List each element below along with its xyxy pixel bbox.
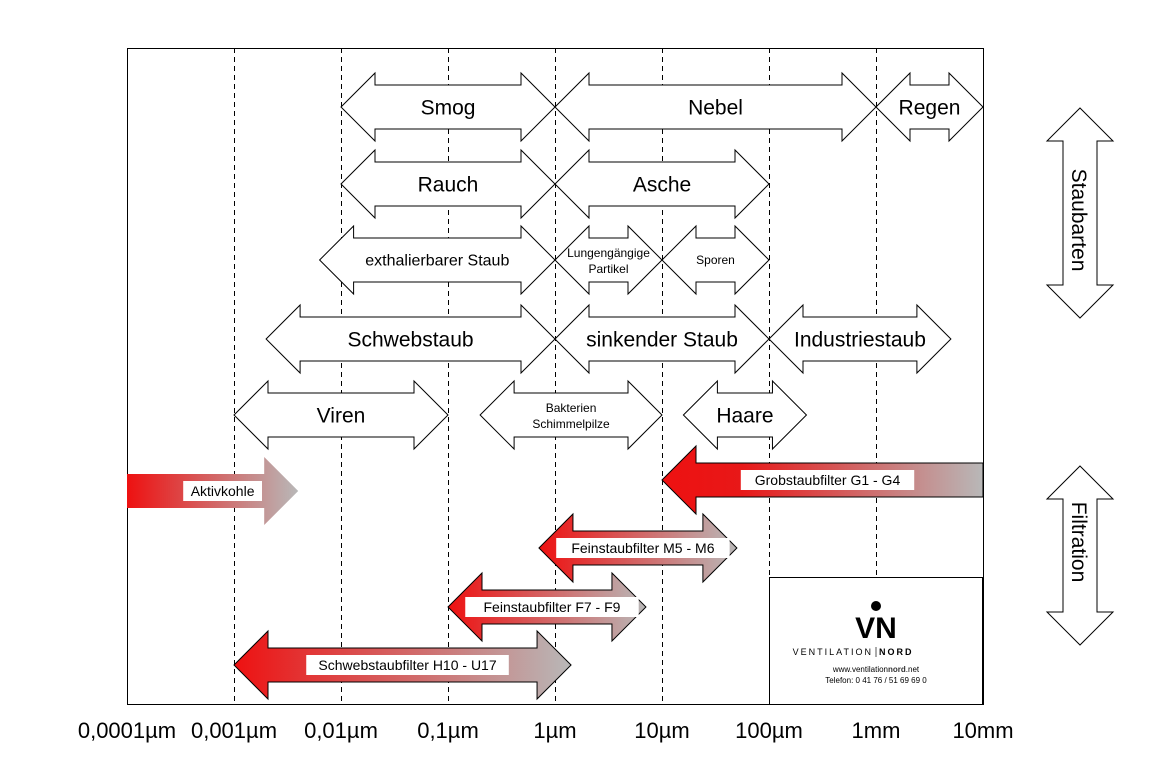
particle-sinkender-staub: sinkender Staub — [554, 303, 770, 375]
particle-industriestaub-label: Industriestaub — [794, 328, 926, 351]
particle-asche-arrow — [554, 148, 770, 220]
filter-feinstaubfilter-f7-f9: Feinstaubfilter F7 - F9 — [447, 571, 647, 643]
filter-schwebstaubfilter-label-bg — [306, 655, 509, 675]
staubarten-label: Staubarten — [1067, 169, 1090, 272]
x-tick-label: 10µm — [634, 718, 689, 743]
filter-schwebstaubfilter: Schwebstaubfilter H10 - U17 — [233, 629, 572, 701]
filter-aktivkohle-label: Aktivkohle — [191, 483, 255, 499]
particle-industriestaub: Industriestaub — [768, 303, 952, 375]
company-logo: VN VENTILATION NORD www.ventilationnord.… — [769, 577, 983, 705]
filter-grobstaubfilter: Grobstaubfilter G1 - G4 — [661, 444, 984, 516]
particle-sporen-arrow — [661, 224, 770, 296]
particle-haare: Haare — [682, 379, 808, 451]
filter-feinstaubfilter-m5-m6-label: Feinstaubfilter M5 - M6 — [571, 540, 714, 556]
staubarten-side-arrow: Staubarten — [1045, 107, 1115, 319]
filtration-side-arrow: Filtration — [1045, 465, 1115, 646]
x-tick-label: 0,0001µm — [78, 718, 176, 743]
particle-viren: Viren — [233, 379, 449, 451]
filter-feinstaubfilter-f7-f9-label: Feinstaubfilter F7 - F9 — [484, 599, 621, 615]
x-tick-label: 1mm — [852, 718, 901, 743]
logo-name-left: VENTILATION — [793, 647, 873, 657]
filter-feinstaubfilter-f7-f9-label-bg — [465, 597, 639, 617]
particle-lungengaengige-partikel-label: Lungengängige — [567, 246, 650, 260]
particle-bakterien-schimmelpilze-arrow — [479, 379, 663, 451]
particle-viren-label: Viren — [317, 404, 366, 427]
particle-regen-arrow — [875, 71, 984, 143]
particle-asche: Asche — [554, 148, 770, 220]
particle-rauch-label: Rauch — [418, 173, 479, 196]
staubarten-arrow-shape — [1045, 107, 1115, 319]
filter-aktivkohle: Aktivkohle — [127, 457, 299, 525]
x-tick-label: 0,01µm — [304, 718, 378, 743]
particle-regen: Regen — [875, 71, 984, 143]
particle-sporen: Sporen — [661, 224, 770, 296]
particle-smog-label: Smog — [421, 96, 476, 119]
particle-exthalierbarer-staub-label: exthalierbarer Staub — [365, 253, 509, 270]
particle-lungengaengige-partikel-label: Partikel — [588, 262, 628, 276]
logo-mark: VN — [855, 612, 897, 645]
particle-nebel-label: Nebel — [688, 96, 743, 119]
filtration-arrow-shape — [1045, 465, 1115, 646]
filter-feinstaubfilter-m5-m6-label-bg — [556, 538, 730, 558]
filter-arrows: Aktivkohle Grobstaubfilter G1 - G4 Feinsta… — [127, 444, 984, 701]
particle-haare-label: Haare — [716, 404, 773, 427]
filter-schwebstaubfilter-label: Schwebstaubfilter H10 - U17 — [318, 657, 496, 673]
particle-industriestaub-arrow — [768, 303, 952, 375]
filtration-label: Filtration — [1067, 502, 1090, 583]
logo-box — [769, 577, 983, 705]
x-tick-label: 10mm — [952, 718, 1013, 743]
particle-sporen-label: Sporen — [696, 253, 735, 267]
particle-bakterien-schimmelpilze-label: Schimmelpilze — [532, 417, 610, 431]
filter-aktivkohle-label-bg — [183, 481, 262, 501]
x-tick-label: 100µm — [735, 718, 803, 743]
particle-regen-label: Regen — [899, 96, 961, 119]
particle-rauch: Rauch — [340, 148, 556, 220]
filter-grobstaubfilter-label: Grobstaubfilter G1 - G4 — [755, 472, 901, 488]
particle-sinkender-staub-label: sinkender Staub — [586, 328, 738, 351]
filter-grobstaubfilter-label-bg — [740, 470, 915, 490]
filter-feinstaubfilter-m5-m6: Feinstaubfilter M5 - M6 — [538, 512, 738, 584]
logo-website: www.ventilationnord.net — [832, 665, 920, 674]
particle-schwebstaub-label: Schwebstaub — [348, 328, 474, 351]
x-tick-label: 0,001µm — [191, 718, 277, 743]
particle-haare-arrow — [682, 379, 808, 451]
x-tick-label: 1µm — [533, 718, 576, 743]
grid-lines — [234, 48, 877, 704]
logo-phone: Telefon: 0 41 76 / 51 69 69 0 — [825, 676, 927, 685]
logo-dot — [871, 601, 881, 611]
particle-exthalierbarer-staub: exthalierbarer Staub — [318, 224, 556, 296]
logo-name-right: NORD — [879, 647, 914, 657]
particle-asche-label: Asche — [633, 173, 691, 196]
x-axis-tick-labels: 0,0001µm 0,001µm 0,01µm 0,1µm 1µm 10µm 100µm 1m… — [78, 718, 1014, 743]
particle-bakterien-schimmelpilze-label: Bakterien — [546, 401, 597, 415]
x-tick-label: 0,1µm — [417, 718, 479, 743]
particle-viren-arrow — [233, 379, 449, 451]
particle-nebel: Nebel — [554, 71, 877, 143]
